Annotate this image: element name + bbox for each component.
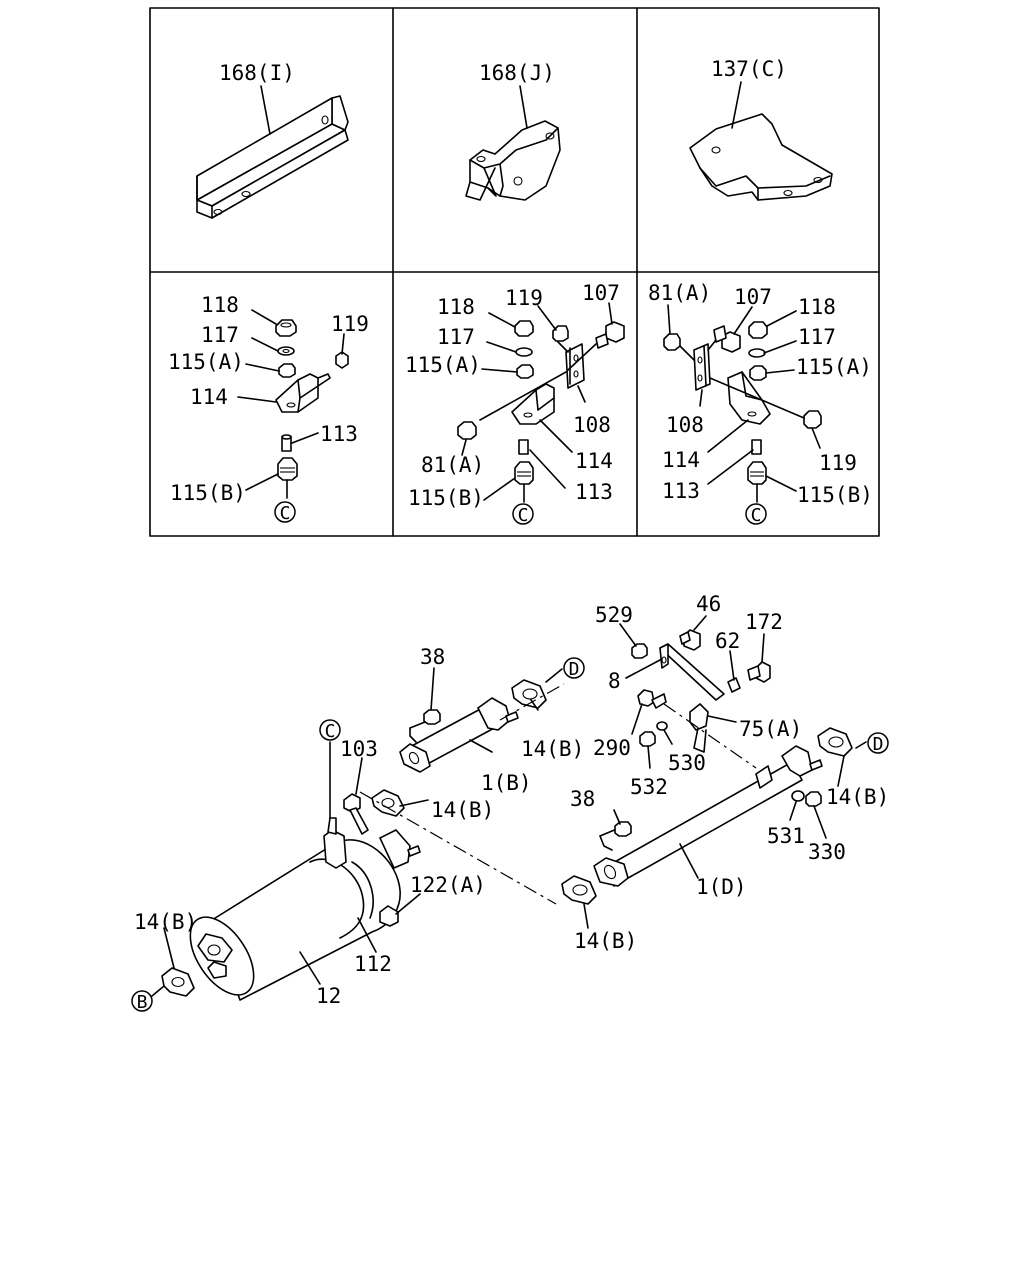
label-113: 113 [575, 480, 613, 504]
gasket-right-1b [511, 679, 547, 709]
ref-c-2: C [518, 505, 529, 526]
label-14b-2: 14(B) [431, 798, 494, 822]
ref-b: B [137, 992, 148, 1013]
label-14b-1: 14(B) [521, 737, 584, 761]
label-103: 103 [340, 737, 378, 761]
label-38-d: 38 [570, 787, 595, 811]
label-114: 114 [190, 385, 228, 409]
ref-d-2: D [873, 734, 884, 755]
ref-c-1: C [280, 503, 291, 524]
label-115b: 115(B) [797, 483, 873, 507]
label-14b-3: 14(B) [826, 785, 889, 809]
label-12: 12 [316, 984, 341, 1008]
label-112: 112 [354, 952, 392, 976]
label-532: 532 [630, 775, 668, 799]
gasket-muffler [161, 967, 195, 997]
label-114: 114 [575, 449, 613, 473]
label-1d: 1(D) [696, 875, 747, 899]
pipe-1b [399, 697, 519, 773]
panel-grid [149, 7, 880, 537]
label-118: 118 [798, 295, 836, 319]
label-113: 113 [662, 479, 700, 503]
label-62: 62 [715, 629, 740, 653]
label-119: 119 [819, 451, 857, 475]
label-118: 118 [201, 293, 239, 317]
label-118: 118 [437, 295, 475, 319]
label-531: 531 [767, 824, 805, 848]
gasket-right-1d [817, 727, 853, 757]
label-14b-5: 14(B) [134, 910, 197, 934]
label-81a: 81(A) [648, 281, 711, 305]
label-115a: 115(A) [796, 355, 872, 379]
label-108: 108 [666, 413, 704, 437]
muffler-12 [189, 793, 421, 1001]
label-114: 114 [662, 448, 700, 472]
pipe-1d [593, 745, 823, 887]
label-108: 108 [573, 413, 611, 437]
exhaust-assembly: D D C B 529 46 172 62 8 75(A) 290 530 53… [131, 592, 889, 1013]
label-8: 8 [608, 669, 621, 693]
label-119: 119 [505, 286, 543, 310]
panel-hanger-3: C 81(A) 107 118 117 115(A) 108 114 119 1… [648, 281, 873, 526]
label-107: 107 [734, 285, 772, 309]
label-115b: 115(B) [408, 486, 484, 510]
label-172: 172 [745, 610, 783, 634]
panel-plate-137c: 137(C) [689, 57, 833, 201]
ref-c-3: C [751, 505, 762, 526]
label-117: 117 [201, 323, 239, 347]
bracket-8 [631, 629, 771, 701]
label-529: 529 [595, 603, 633, 627]
label-14b-4: 14(B) [574, 929, 637, 953]
label-117: 117 [437, 325, 475, 349]
gasket-left-1b [371, 789, 405, 817]
callout-168j: 168(J) [479, 61, 555, 85]
label-38-b: 38 [420, 645, 445, 669]
label-75a: 75(A) [739, 717, 802, 741]
label-530: 530 [668, 751, 706, 775]
panel-hanger-2: C 118 119 107 117 115(A) 108 81(A) 114 1… [405, 281, 625, 526]
label-115a: 115(A) [405, 353, 481, 377]
label-115b: 115(B) [170, 481, 246, 505]
label-1b: 1(B) [481, 771, 532, 795]
label-117: 117 [798, 325, 836, 349]
label-81a: 81(A) [421, 453, 484, 477]
label-113: 113 [320, 422, 358, 446]
label-46: 46 [696, 592, 721, 616]
gasket-left-1d [561, 875, 597, 905]
label-119: 119 [331, 312, 369, 336]
ref-c-main: C [325, 721, 336, 742]
panel-bracket-168j: 168(J) [465, 61, 561, 201]
label-290: 290 [593, 736, 631, 760]
label-115a: 115(A) [168, 350, 244, 374]
clamp-75a [637, 689, 709, 753]
panel-hanger-1: C 118 117 115(A) 114 119 113 115(B) [168, 293, 369, 524]
label-330: 330 [808, 840, 846, 864]
panel-bracket-168i: 168(I) [196, 61, 349, 219]
ref-d-1: D [569, 659, 580, 680]
label-107: 107 [582, 281, 620, 305]
label-122a: 122(A) [410, 873, 486, 897]
callout-168i: 168(I) [219, 61, 295, 85]
callout-137c: 137(C) [711, 57, 787, 81]
